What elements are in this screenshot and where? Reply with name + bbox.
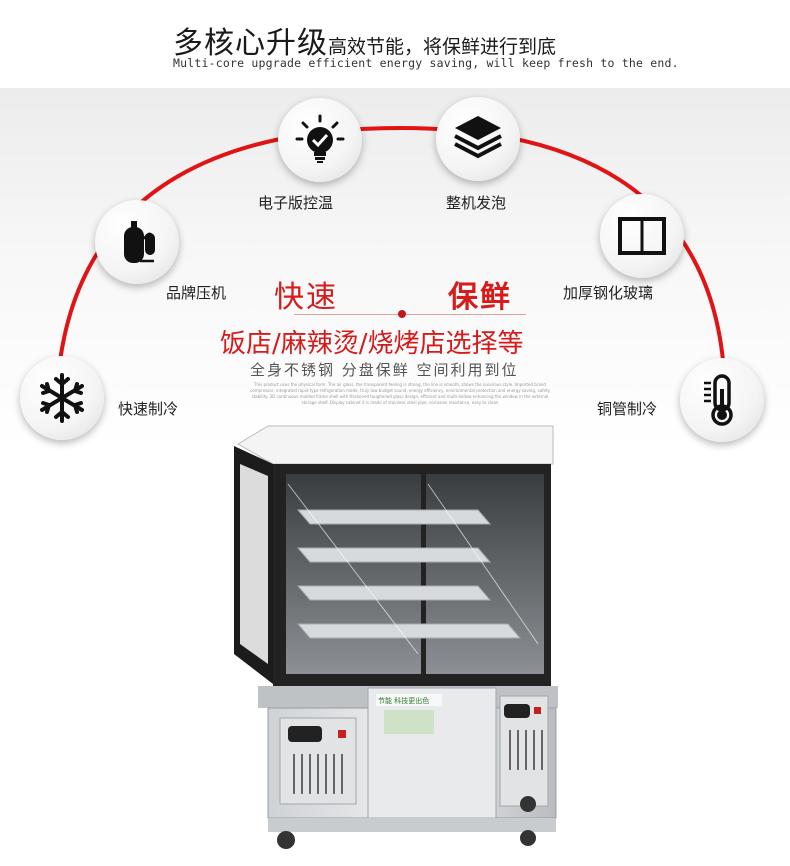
gas-cylinder-icon <box>124 221 155 263</box>
store-types: 饭店/麻辣烫/烧烤店选择等 <box>220 329 524 359</box>
label-glass: 加厚钢化玻璃 <box>563 284 654 302</box>
feature-icon-glass <box>600 194 684 278</box>
title-main: 多核心升级 <box>173 26 328 61</box>
stacked-layers-icon <box>454 116 502 159</box>
lightbulb-check-icon <box>295 114 345 163</box>
headline-fresh: 保鲜 <box>448 280 512 315</box>
product-label: 节能 科技更出色 <box>378 696 429 705</box>
divider-dot <box>398 310 406 318</box>
title-secondary: 高效节能，将保鲜进行到底 <box>328 36 557 58</box>
label-fast-cooling: 快速制冷 <box>118 400 179 418</box>
snowflake-icon <box>40 373 84 423</box>
slogan: 全身不锈钢 分盘保鲜 空间利用到位 <box>250 361 519 379</box>
feature-icon-fast-cooling <box>20 356 104 440</box>
page-title: 多核心升级高效节能，将保鲜进行到底 <box>173 18 556 62</box>
fine-print: This product uses the physical form. The… <box>250 382 550 405</box>
divider-line <box>294 314 526 315</box>
display-fridge-image: 节能 科技更出色 <box>234 425 558 849</box>
feature-icon-temp-control <box>278 98 362 182</box>
headline-fast: 快速 <box>274 280 338 315</box>
thermometer-icon <box>704 374 733 426</box>
feature-icon-foam <box>436 97 520 181</box>
label-copper-tube: 铜管制冷 <box>597 400 658 418</box>
feature-icon-copper-tube <box>680 358 764 442</box>
label-foam: 整机发泡 <box>446 194 507 212</box>
subtitle-english: Multi-core upgrade efficient energy savi… <box>173 56 679 70</box>
feature-icon-compressor <box>95 200 179 284</box>
label-temp-control: 电子版控温 <box>258 194 334 212</box>
label-compressor: 品牌压机 <box>166 284 227 302</box>
header: 多核心升级高效节能，将保鲜进行到底 Multi-core upgrade eff… <box>0 0 790 88</box>
glass-window-icon <box>618 217 666 255</box>
